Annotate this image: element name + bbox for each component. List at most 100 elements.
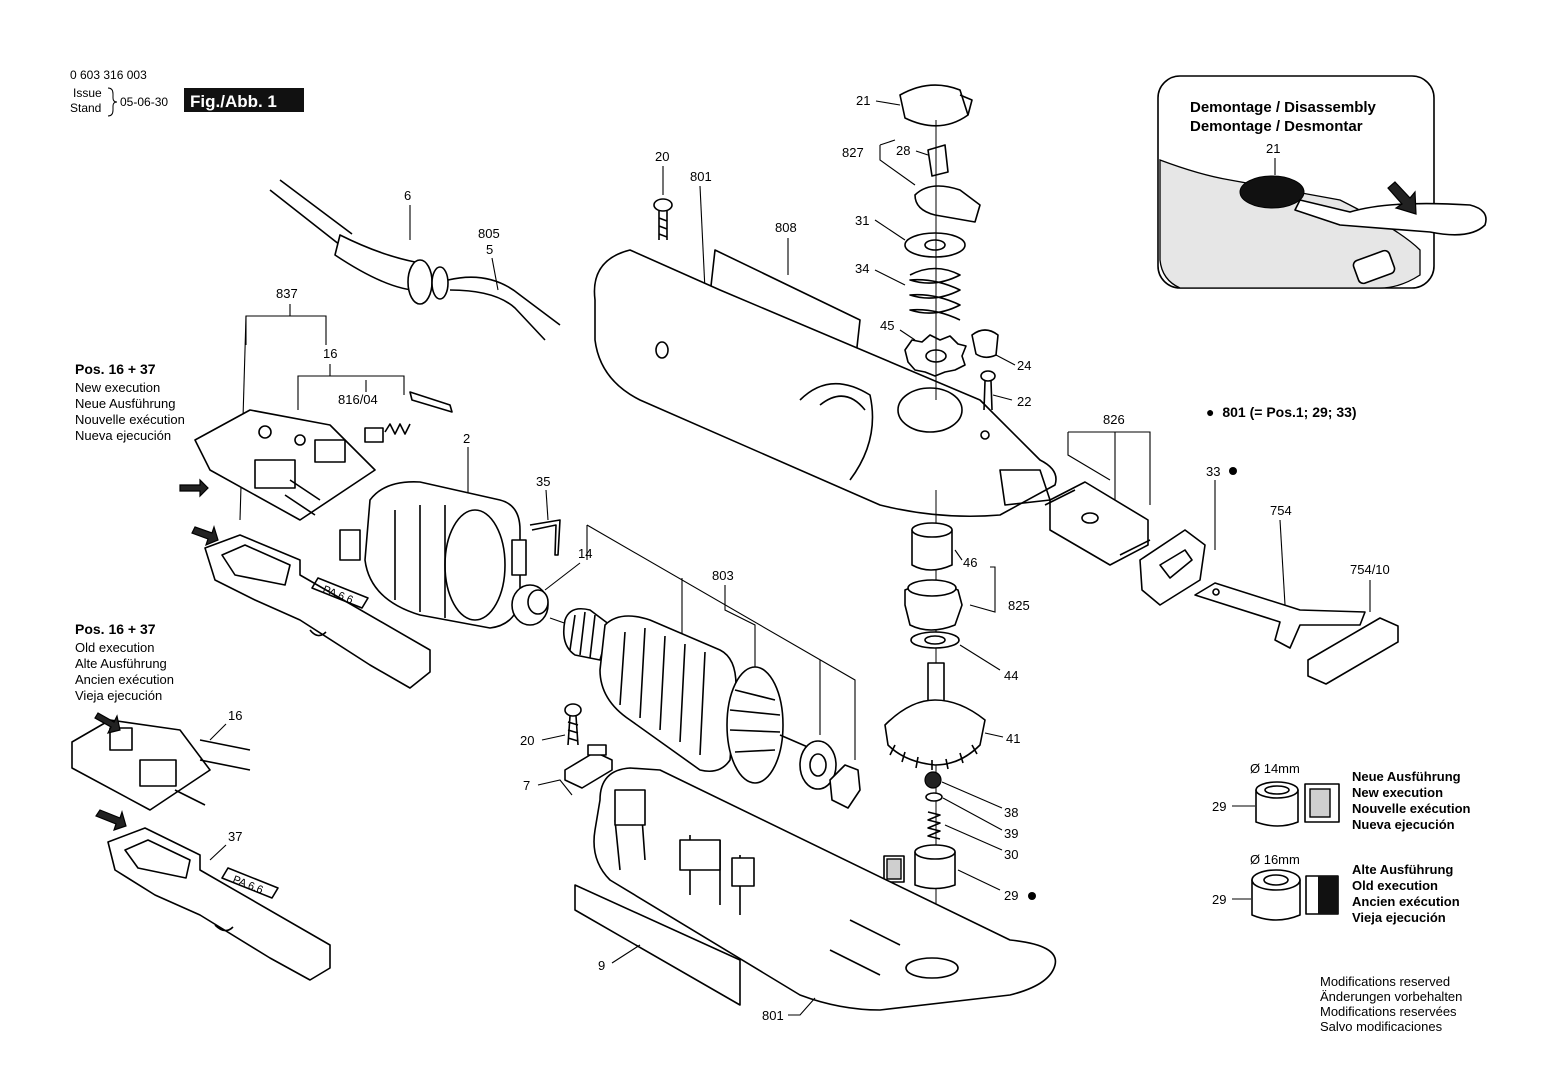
bearing-old-line-3: Ancien exécution — [1352, 894, 1460, 909]
inset-title-2: Demontage / Desmontar — [1190, 118, 1363, 135]
screw-22-thread — [983, 380, 993, 411]
callout-801-lower: 801 — [762, 1008, 784, 1023]
callout-46: 46 — [963, 555, 977, 570]
needle-bearing-14-side-fill — [1309, 788, 1331, 818]
callout-41: 41 — [1006, 731, 1020, 746]
bearing-new-diameter: Ø 14mm — [1250, 761, 1300, 776]
blade-754-10 — [1307, 617, 1399, 685]
switch-lever-new: PA 6.6 — [191, 525, 431, 689]
housing-boss — [614, 789, 646, 826]
bearing-old-line-4: Vieja ejecución — [1352, 910, 1446, 925]
plate-hole — [294, 434, 306, 446]
armature-shaft-rear — [779, 734, 811, 749]
callout-9: 9 — [598, 958, 605, 973]
lead-31 — [874, 219, 906, 241]
bearing-old-diameter: Ø 16mm — [1250, 852, 1300, 867]
housing-bearing-seat — [905, 957, 959, 979]
callout-20-lower: 20 — [520, 733, 534, 748]
callout-825: 825 — [1008, 598, 1030, 613]
brush-spring — [384, 423, 411, 435]
bearing-new-line-2: New execution — [1352, 785, 1443, 800]
callout-7: 7 — [523, 778, 530, 793]
lead-34 — [874, 269, 906, 286]
bearing-29-side-fill — [886, 858, 902, 880]
callout-808: 808 — [775, 220, 797, 235]
gear-41-shaft — [927, 662, 945, 704]
callout-37: 37 — [228, 829, 242, 844]
switch-lever-grip-old — [124, 839, 191, 879]
washer-31-hole — [924, 239, 946, 251]
lead-801-upper — [699, 185, 706, 291]
new-execution-line-2: Neue Ausführung — [75, 396, 175, 411]
switch-lever-body — [204, 534, 431, 689]
screw-head — [653, 198, 673, 212]
screw-thread — [567, 715, 579, 746]
terminals — [284, 479, 321, 516]
callout-801-upper: 801 — [690, 169, 712, 184]
bearing-old-line-1: Alte Ausführung — [1352, 862, 1453, 877]
inset-tool-body — [1159, 159, 1421, 289]
callout-45: 45 — [880, 318, 894, 333]
modifications-line-1: Modifications reserved — [1320, 974, 1450, 989]
bushing-28 — [927, 144, 949, 177]
brush-holder — [314, 439, 346, 463]
screw-22-head — [980, 370, 996, 382]
callout-2: 2 — [463, 431, 470, 446]
lead-39 — [942, 797, 1003, 831]
clip-7-top — [587, 744, 607, 756]
lead-14 — [544, 562, 581, 591]
washer-44-hole — [924, 635, 946, 645]
bearing-29-top — [914, 844, 956, 860]
callout-826: 826 — [1103, 412, 1125, 427]
callout-16-new: 16 — [323, 346, 337, 361]
figure-label-box — [184, 88, 304, 112]
clamp-block — [1049, 481, 1149, 566]
bracket-825 — [969, 566, 996, 613]
callout-827: 827 — [842, 145, 864, 160]
lead-7 — [537, 779, 573, 796]
housing-note-text: 801 (= Pos.1; 29; 33) — [1222, 404, 1356, 420]
housing-bore — [897, 387, 963, 433]
commutator-bars — [569, 611, 596, 659]
terminals-old — [174, 739, 251, 806]
modifications-note: Modifications reserved Änderungen vorbeh… — [1320, 974, 1462, 1034]
arrow-icon — [191, 525, 219, 547]
lead-28 — [915, 150, 929, 156]
callout-14: 14 — [578, 546, 592, 561]
lower-housing — [593, 767, 1057, 1011]
lead-24 — [995, 354, 1016, 366]
callout-22: 22 — [1017, 394, 1031, 409]
callout-30: 30 — [1004, 847, 1018, 862]
callout-754-10: 754/10 — [1350, 562, 1390, 577]
gearbox-stack: 46 825 44 41 38 39 30 29 — [883, 490, 1036, 960]
spindle-lock-group: 21 827 28 31 34 45 24 22 — [842, 84, 1031, 411]
bearing-new-line-4: Nueva ejecución — [1352, 817, 1455, 832]
arrow-icon — [95, 809, 127, 831]
lead-754 — [1279, 519, 1286, 606]
field-assembly: 2 35 14 — [339, 431, 592, 629]
callout-16-old: 16 — [228, 708, 242, 723]
new-execution-line-4: Nueva ejecución — [75, 428, 171, 443]
carbon-brush — [364, 427, 384, 443]
issue-date: 05-06-30 — [120, 95, 168, 109]
bracket-827 — [879, 139, 916, 186]
switch-lever-old — [107, 827, 331, 981]
field-coil-laminations — [394, 505, 446, 618]
housing-slots — [829, 919, 901, 976]
figure-label: Fig./Abb. 1 — [190, 92, 277, 111]
housing-hole — [655, 341, 669, 359]
lead-20-lower — [541, 734, 566, 741]
lead-21 — [875, 100, 901, 106]
power-cord — [269, 179, 353, 246]
lock-lever — [914, 185, 981, 223]
upper-housing-group: 20 801 808 — [593, 149, 1057, 518]
armature-assembly: 803 — [549, 524, 861, 809]
pa-marking-box-old — [221, 867, 279, 899]
fan — [726, 666, 784, 784]
needle-bearing-14-hole — [1264, 785, 1290, 795]
lead-801-lower — [788, 997, 816, 1016]
new-execution-line-3: Nouvelle exécution — [75, 412, 185, 427]
lead-5 — [491, 257, 499, 291]
callout-6: 6 — [404, 188, 411, 203]
bearing-holder-top — [907, 579, 957, 597]
